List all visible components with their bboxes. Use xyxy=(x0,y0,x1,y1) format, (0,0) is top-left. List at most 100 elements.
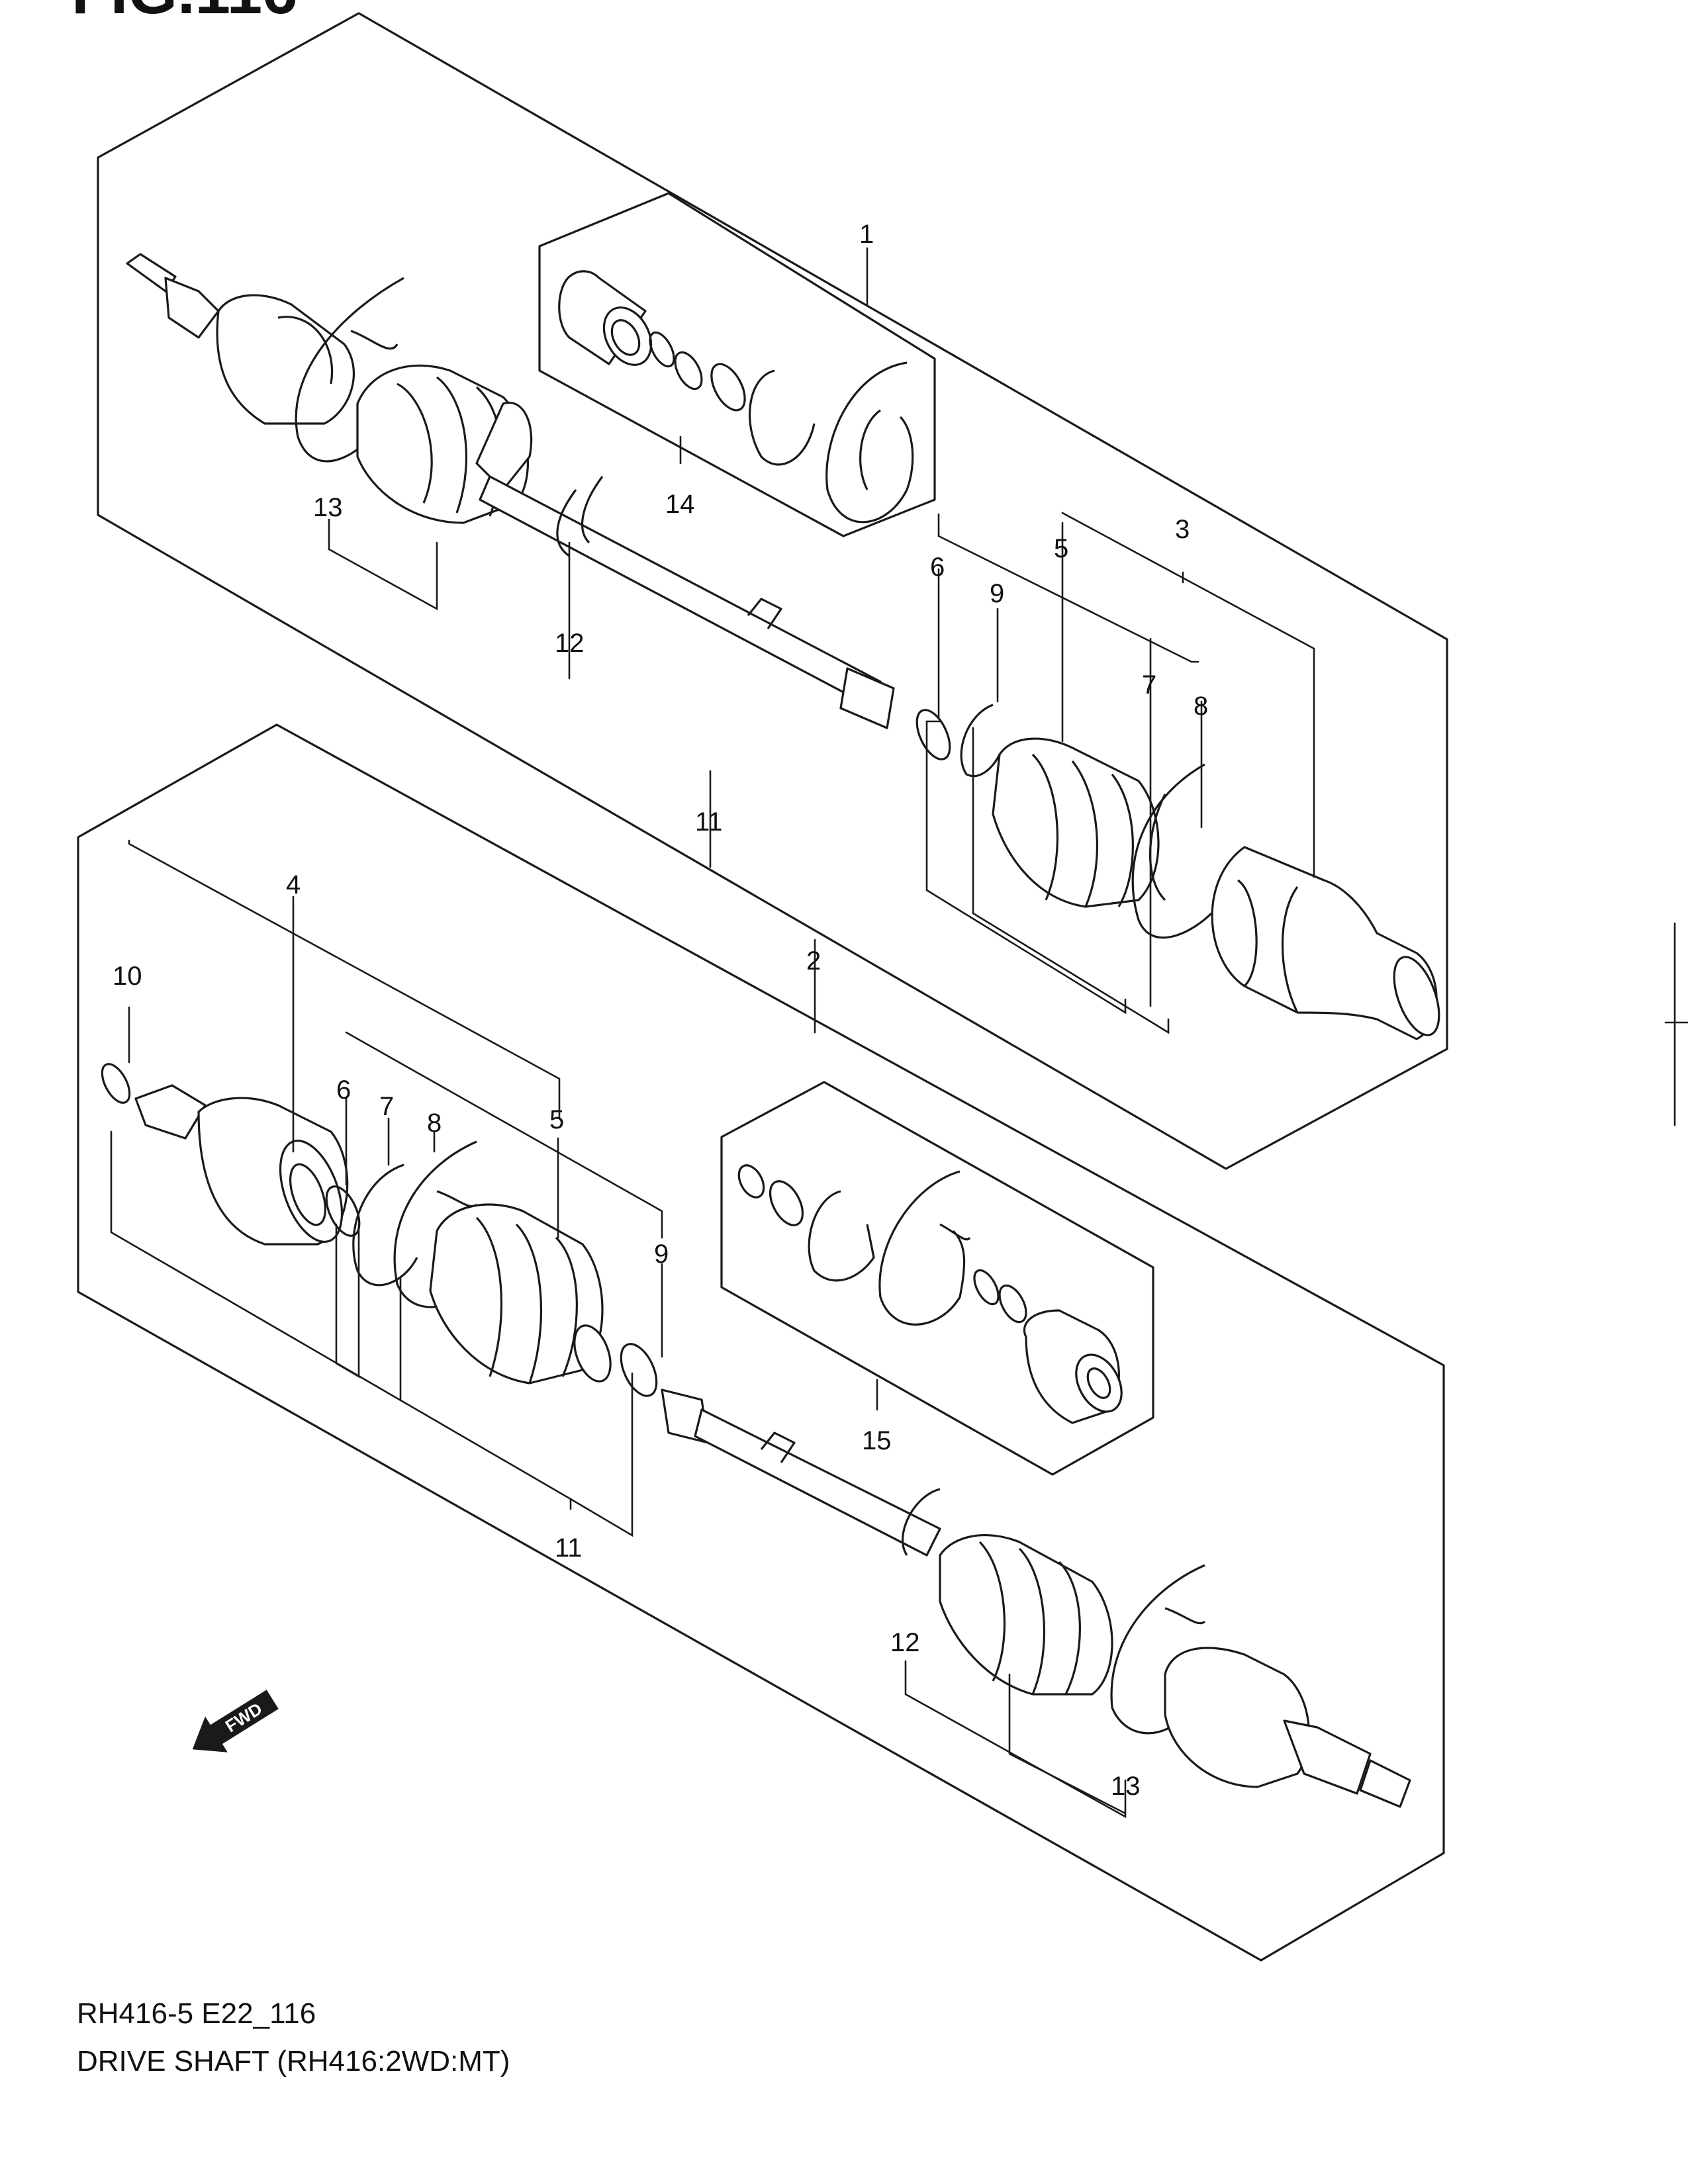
top-shaft xyxy=(479,475,895,729)
bottom-outer-boot xyxy=(939,1534,1113,1696)
bottom-shaft xyxy=(661,1388,941,1557)
callout-12-top: 12 xyxy=(555,629,585,658)
top-shaft-thread xyxy=(126,253,177,293)
top-outer-joint-stub xyxy=(1393,956,1440,1036)
page-edge-mark xyxy=(1664,922,1688,1126)
bottom-inner-spline xyxy=(134,1084,207,1140)
bottom-outer-band-13 xyxy=(1110,1564,1205,1735)
leader-bracket-6-8 xyxy=(937,513,1199,663)
figure-code: RH416-5 E22_116 xyxy=(77,1997,316,2030)
kit15-circlip xyxy=(737,1164,765,1199)
bottom-assembly: 10 4 6 7 8 5 9 2 15 11 12 13 xyxy=(77,723,1445,1962)
leader-13-bottom xyxy=(1008,1673,1127,1815)
leader-bracket-9-low xyxy=(569,1372,633,1537)
kit-boot-band-large xyxy=(825,361,914,523)
leader-bracket-10-5 xyxy=(128,839,561,1120)
top-inner-band-clip xyxy=(350,330,399,350)
kit-bearing-bore xyxy=(610,319,641,356)
bottom-circlip-10 xyxy=(101,1063,131,1104)
top-outer-ring-9 xyxy=(960,704,1001,778)
kit15-ring-a xyxy=(973,1269,1000,1306)
kit15-band-small xyxy=(808,1190,875,1282)
bottom-inner-joint xyxy=(101,1063,658,1397)
top-shaft-groove xyxy=(747,598,782,629)
callout-14: 14 xyxy=(665,490,695,519)
callout-6-bottom: 6 xyxy=(336,1075,351,1105)
kit15-bearing-bore xyxy=(1086,1367,1111,1399)
bottom-leader-lines xyxy=(110,839,1127,1819)
kit-boot-band-inner xyxy=(859,409,881,490)
repair-kit-15-parts xyxy=(737,1164,1123,1424)
callout-13-bottom: 13 xyxy=(1111,1772,1141,1801)
callout-8-bottom: 8 xyxy=(427,1109,442,1138)
top-outer-boot-pleats xyxy=(1031,753,1134,907)
callout-12-bottom: 12 xyxy=(890,1628,920,1657)
callout-5-bottom: 5 xyxy=(549,1105,564,1134)
bottom-shaft-bar xyxy=(694,1408,941,1557)
top-shaft-band-12-b xyxy=(581,476,604,544)
figure-title: FIG.116 xyxy=(71,0,298,27)
callout-13-top: 13 xyxy=(313,493,343,522)
top-shaft-spline xyxy=(164,277,220,339)
repair-kit-14-frame xyxy=(538,192,936,537)
callout-4: 4 xyxy=(286,870,301,899)
top-shaft-spline-outer xyxy=(839,667,895,729)
top-outer-joint-edges xyxy=(1237,879,1299,1013)
kit-boot-band-small xyxy=(749,369,816,466)
top-shaft-band-12 xyxy=(556,489,577,557)
callout-5-top: 5 xyxy=(1054,534,1068,563)
callout-1: 1 xyxy=(859,220,874,249)
callout-11-bottom: 11 xyxy=(555,1533,583,1563)
bottom-outer-joint xyxy=(939,1534,1411,1808)
callout-11-top: 11 xyxy=(695,807,723,837)
bottom-inner-band-clip xyxy=(436,1190,478,1208)
kit15-bearing-face xyxy=(1075,1353,1123,1413)
bottom-inner-boot-pleats xyxy=(475,1216,578,1384)
bottom-outer-band-clip xyxy=(1164,1607,1206,1625)
top-outer-circlip-6 xyxy=(915,709,951,760)
leader-bracket-9-low xyxy=(972,727,1170,1034)
figure-caption: DRIVE SHAFT (RH416:2WD:MT) xyxy=(77,2045,510,2077)
callout-8-top: 8 xyxy=(1194,692,1208,721)
top-leader-lines xyxy=(328,247,1315,1034)
leader-13-top xyxy=(328,518,438,611)
top-outer-joint-housing xyxy=(1211,846,1438,1040)
top-joint-housing xyxy=(216,294,355,425)
top-inner-boot-neck xyxy=(475,401,533,491)
bottom-inner-boot-neck xyxy=(573,1324,612,1383)
callout-6-top: 6 xyxy=(930,553,945,582)
callout-15: 15 xyxy=(862,1426,892,1455)
kit-circlip xyxy=(710,363,746,412)
kit15-snap-ring xyxy=(769,1180,804,1226)
callout-10: 10 xyxy=(113,962,142,991)
callout-7-bottom: 7 xyxy=(379,1092,394,1121)
bottom-outer-boot-pleats xyxy=(978,1541,1081,1695)
kit15-band-clip xyxy=(939,1223,971,1241)
callout-3: 3 xyxy=(1175,515,1190,544)
leader-bracket-6-9 xyxy=(345,1031,663,1239)
bottom-outer-spline xyxy=(1283,1719,1372,1795)
leader-bracket-3 xyxy=(1061,512,1315,878)
bottom-inner-ring-9 xyxy=(620,1343,658,1397)
kit-snap-ring-a xyxy=(649,331,675,368)
bottom-shaft-band-12 xyxy=(902,1488,941,1556)
bottom-inner-housing-bore xyxy=(289,1163,326,1226)
kit-snap-ring-b xyxy=(674,351,703,390)
bottom-inner-boot xyxy=(429,1203,604,1385)
leader-bracket-6-7-bottom xyxy=(335,1223,360,1379)
top-assembly-frame xyxy=(97,12,1448,1170)
kit15-ring-b xyxy=(998,1284,1027,1324)
callout-9-bottom: 9 xyxy=(654,1240,669,1269)
fwd-arrow-icon xyxy=(192,1690,279,1752)
top-outer-band-8 xyxy=(1131,763,1213,939)
top-assembly: 1 3 5 6 9 7 8 14 13 12 11 xyxy=(97,12,1448,1170)
bottom-outer-thread xyxy=(1359,1759,1411,1808)
top-inner-joint xyxy=(126,253,533,524)
top-outer-joint xyxy=(915,704,1440,1040)
kit15-band-large xyxy=(878,1170,966,1326)
repair-kit-15-frame xyxy=(720,1081,1154,1476)
bottom-assembly-frame xyxy=(77,723,1445,1962)
callout-7-top: 7 xyxy=(1142,670,1156,700)
